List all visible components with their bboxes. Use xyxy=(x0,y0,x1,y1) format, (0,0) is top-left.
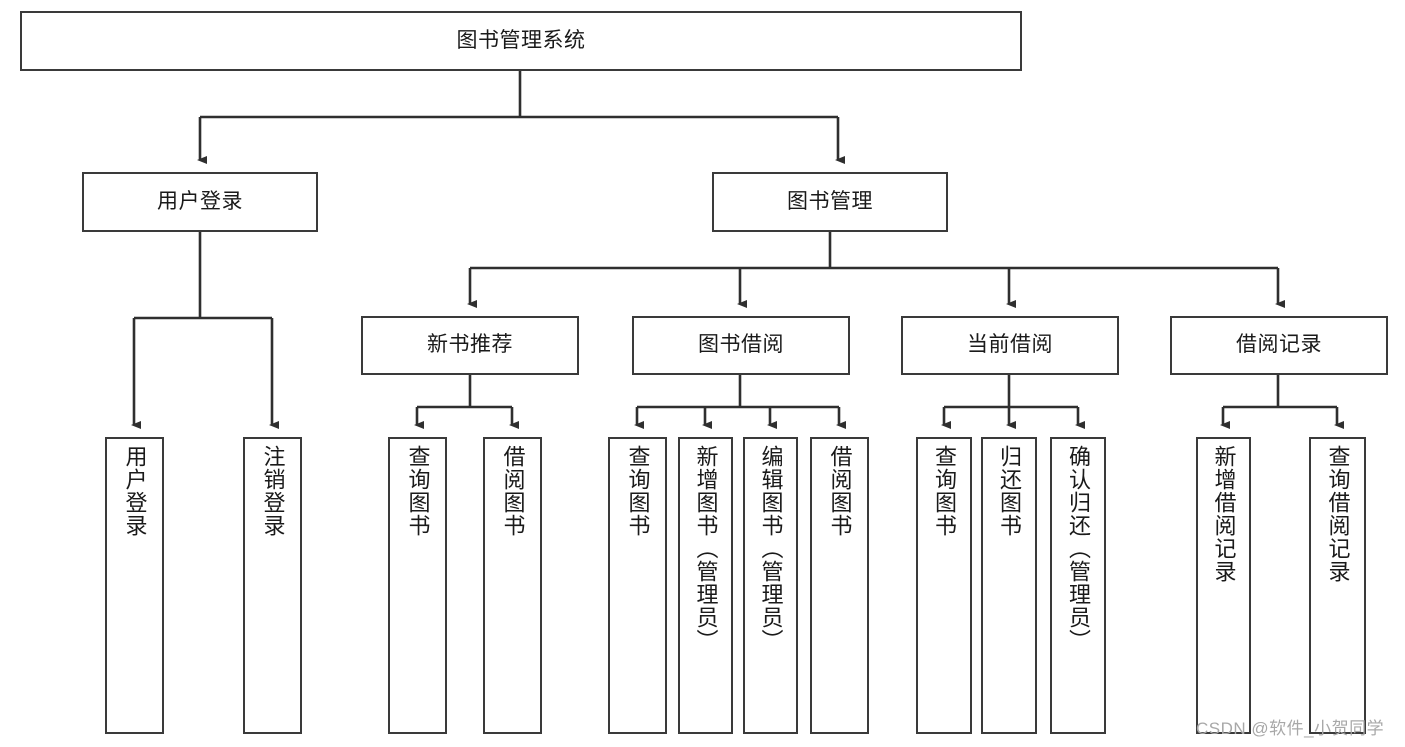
node-leaf-return-book[interactable]: 归还图书 xyxy=(981,437,1037,734)
node-leaf-borrow-book[interactable]: 借阅图书 xyxy=(810,437,869,734)
node-leaf-query-book-recommend[interactable]: 查询图书 xyxy=(388,437,447,734)
node-label: 归还图书 xyxy=(997,445,1022,537)
node-label: 确认归还（管理员） xyxy=(1066,445,1091,652)
node-borrow-record[interactable]: 借阅记录 xyxy=(1170,316,1388,375)
node-user-login[interactable]: 用户登录 xyxy=(82,172,318,232)
node-leaf-add-book-admin[interactable]: 新增图书（管理员） xyxy=(678,437,733,734)
node-label: 用户登录 xyxy=(157,189,243,213)
node-label: 图书借阅 xyxy=(698,333,784,357)
csdn-watermark: CSDN @软件_小贺同学 xyxy=(1196,719,1385,738)
node-book-borrow[interactable]: 图书借阅 xyxy=(632,316,850,375)
node-leaf-confirm-return-admin[interactable]: 确认归还（管理员） xyxy=(1050,437,1106,734)
node-label: 新增借阅记录 xyxy=(1211,445,1237,583)
node-book-management[interactable]: 图书管理 xyxy=(712,172,948,232)
node-label: 新增图书（管理员） xyxy=(693,445,719,652)
node-leaf-query-book-current[interactable]: 查询图书 xyxy=(916,437,972,734)
node-label: 借阅图书 xyxy=(500,445,526,537)
node-label: 查询借阅记录 xyxy=(1325,445,1351,583)
node-label: 用户登录 xyxy=(122,445,148,537)
node-leaf-borrow-book-recommend[interactable]: 借阅图书 xyxy=(483,437,542,734)
node-label: 图书管理系统 xyxy=(456,28,586,52)
node-label: 当前借阅 xyxy=(967,333,1053,357)
node-label: 借阅记录 xyxy=(1236,333,1322,357)
node-label: 查询图书 xyxy=(405,445,431,537)
node-leaf-query-borrow-record[interactable]: 查询借阅记录 xyxy=(1309,437,1366,734)
node-label: 借阅图书 xyxy=(827,445,853,537)
node-leaf-edit-book-admin[interactable]: 编辑图书（管理员） xyxy=(743,437,798,734)
node-label: 图书管理 xyxy=(787,189,873,213)
node-label: 编辑图书（管理员） xyxy=(758,445,784,652)
node-label: 注销登录 xyxy=(260,445,286,537)
node-leaf-add-borrow-record[interactable]: 新增借阅记录 xyxy=(1196,437,1251,734)
node-new-book-recommend[interactable]: 新书推荐 xyxy=(361,316,579,375)
node-leaf-logout[interactable]: 注销登录 xyxy=(243,437,302,734)
node-label: 新书推荐 xyxy=(427,333,513,357)
node-label: 查询图书 xyxy=(625,445,651,537)
node-label: 查询图书 xyxy=(932,445,957,537)
node-current-borrow[interactable]: 当前借阅 xyxy=(901,316,1119,375)
node-root-book-management-system[interactable]: 图书管理系统 xyxy=(20,11,1022,71)
node-leaf-query-book-borrow[interactable]: 查询图书 xyxy=(608,437,667,734)
node-leaf-user-login[interactable]: 用户登录 xyxy=(105,437,164,734)
